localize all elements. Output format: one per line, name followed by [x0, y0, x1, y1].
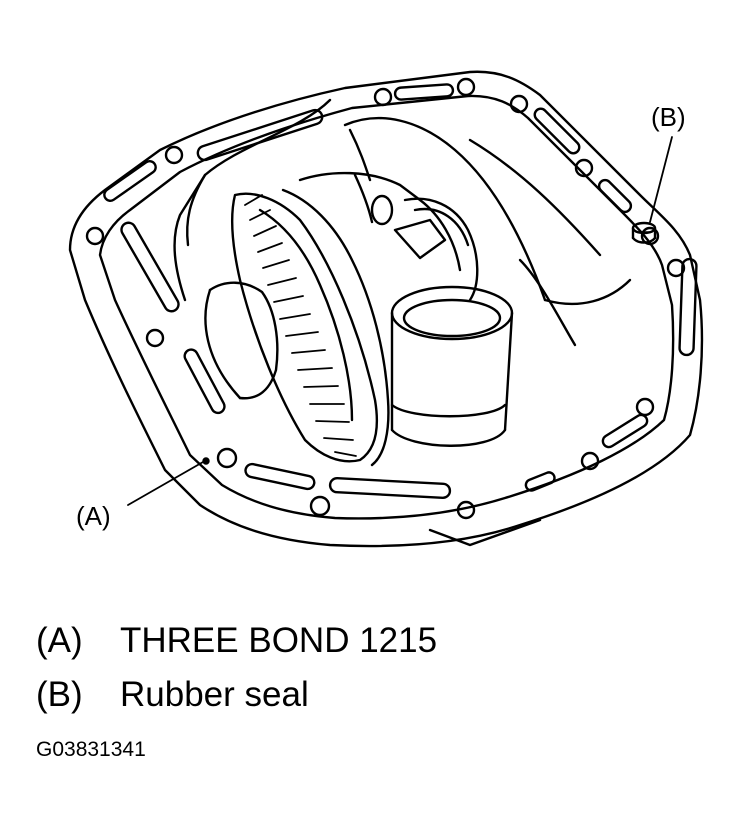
- ring-gear-teeth: [244, 194, 357, 457]
- leader-line-b: [649, 136, 673, 223]
- callout-label-b: (B): [651, 102, 686, 132]
- differential-cover-illustration: [68, 70, 704, 548]
- leader-line-a: [127, 461, 204, 506]
- callout-label-a: (A): [76, 501, 111, 531]
- bearing-sleeve: [390, 285, 514, 447]
- ring-gear: [231, 188, 390, 467]
- differential-case: [204, 171, 479, 400]
- figure-id: G03831341: [36, 738, 146, 761]
- flange-slots: [103, 83, 698, 499]
- rubber-seal: [631, 221, 657, 244]
- bolt-holes: [85, 77, 686, 520]
- flange-inner-edge: [98, 94, 675, 520]
- housing-outline: [173, 98, 632, 547]
- gasket-flange: [68, 70, 704, 548]
- legend-description: THREE BOND 1215: [120, 621, 438, 660]
- flange-outer-edge: [68, 70, 704, 548]
- legend-code: (B): [36, 675, 83, 714]
- legend-code: (A): [36, 621, 83, 660]
- legend-description: Rubber seal: [120, 675, 309, 714]
